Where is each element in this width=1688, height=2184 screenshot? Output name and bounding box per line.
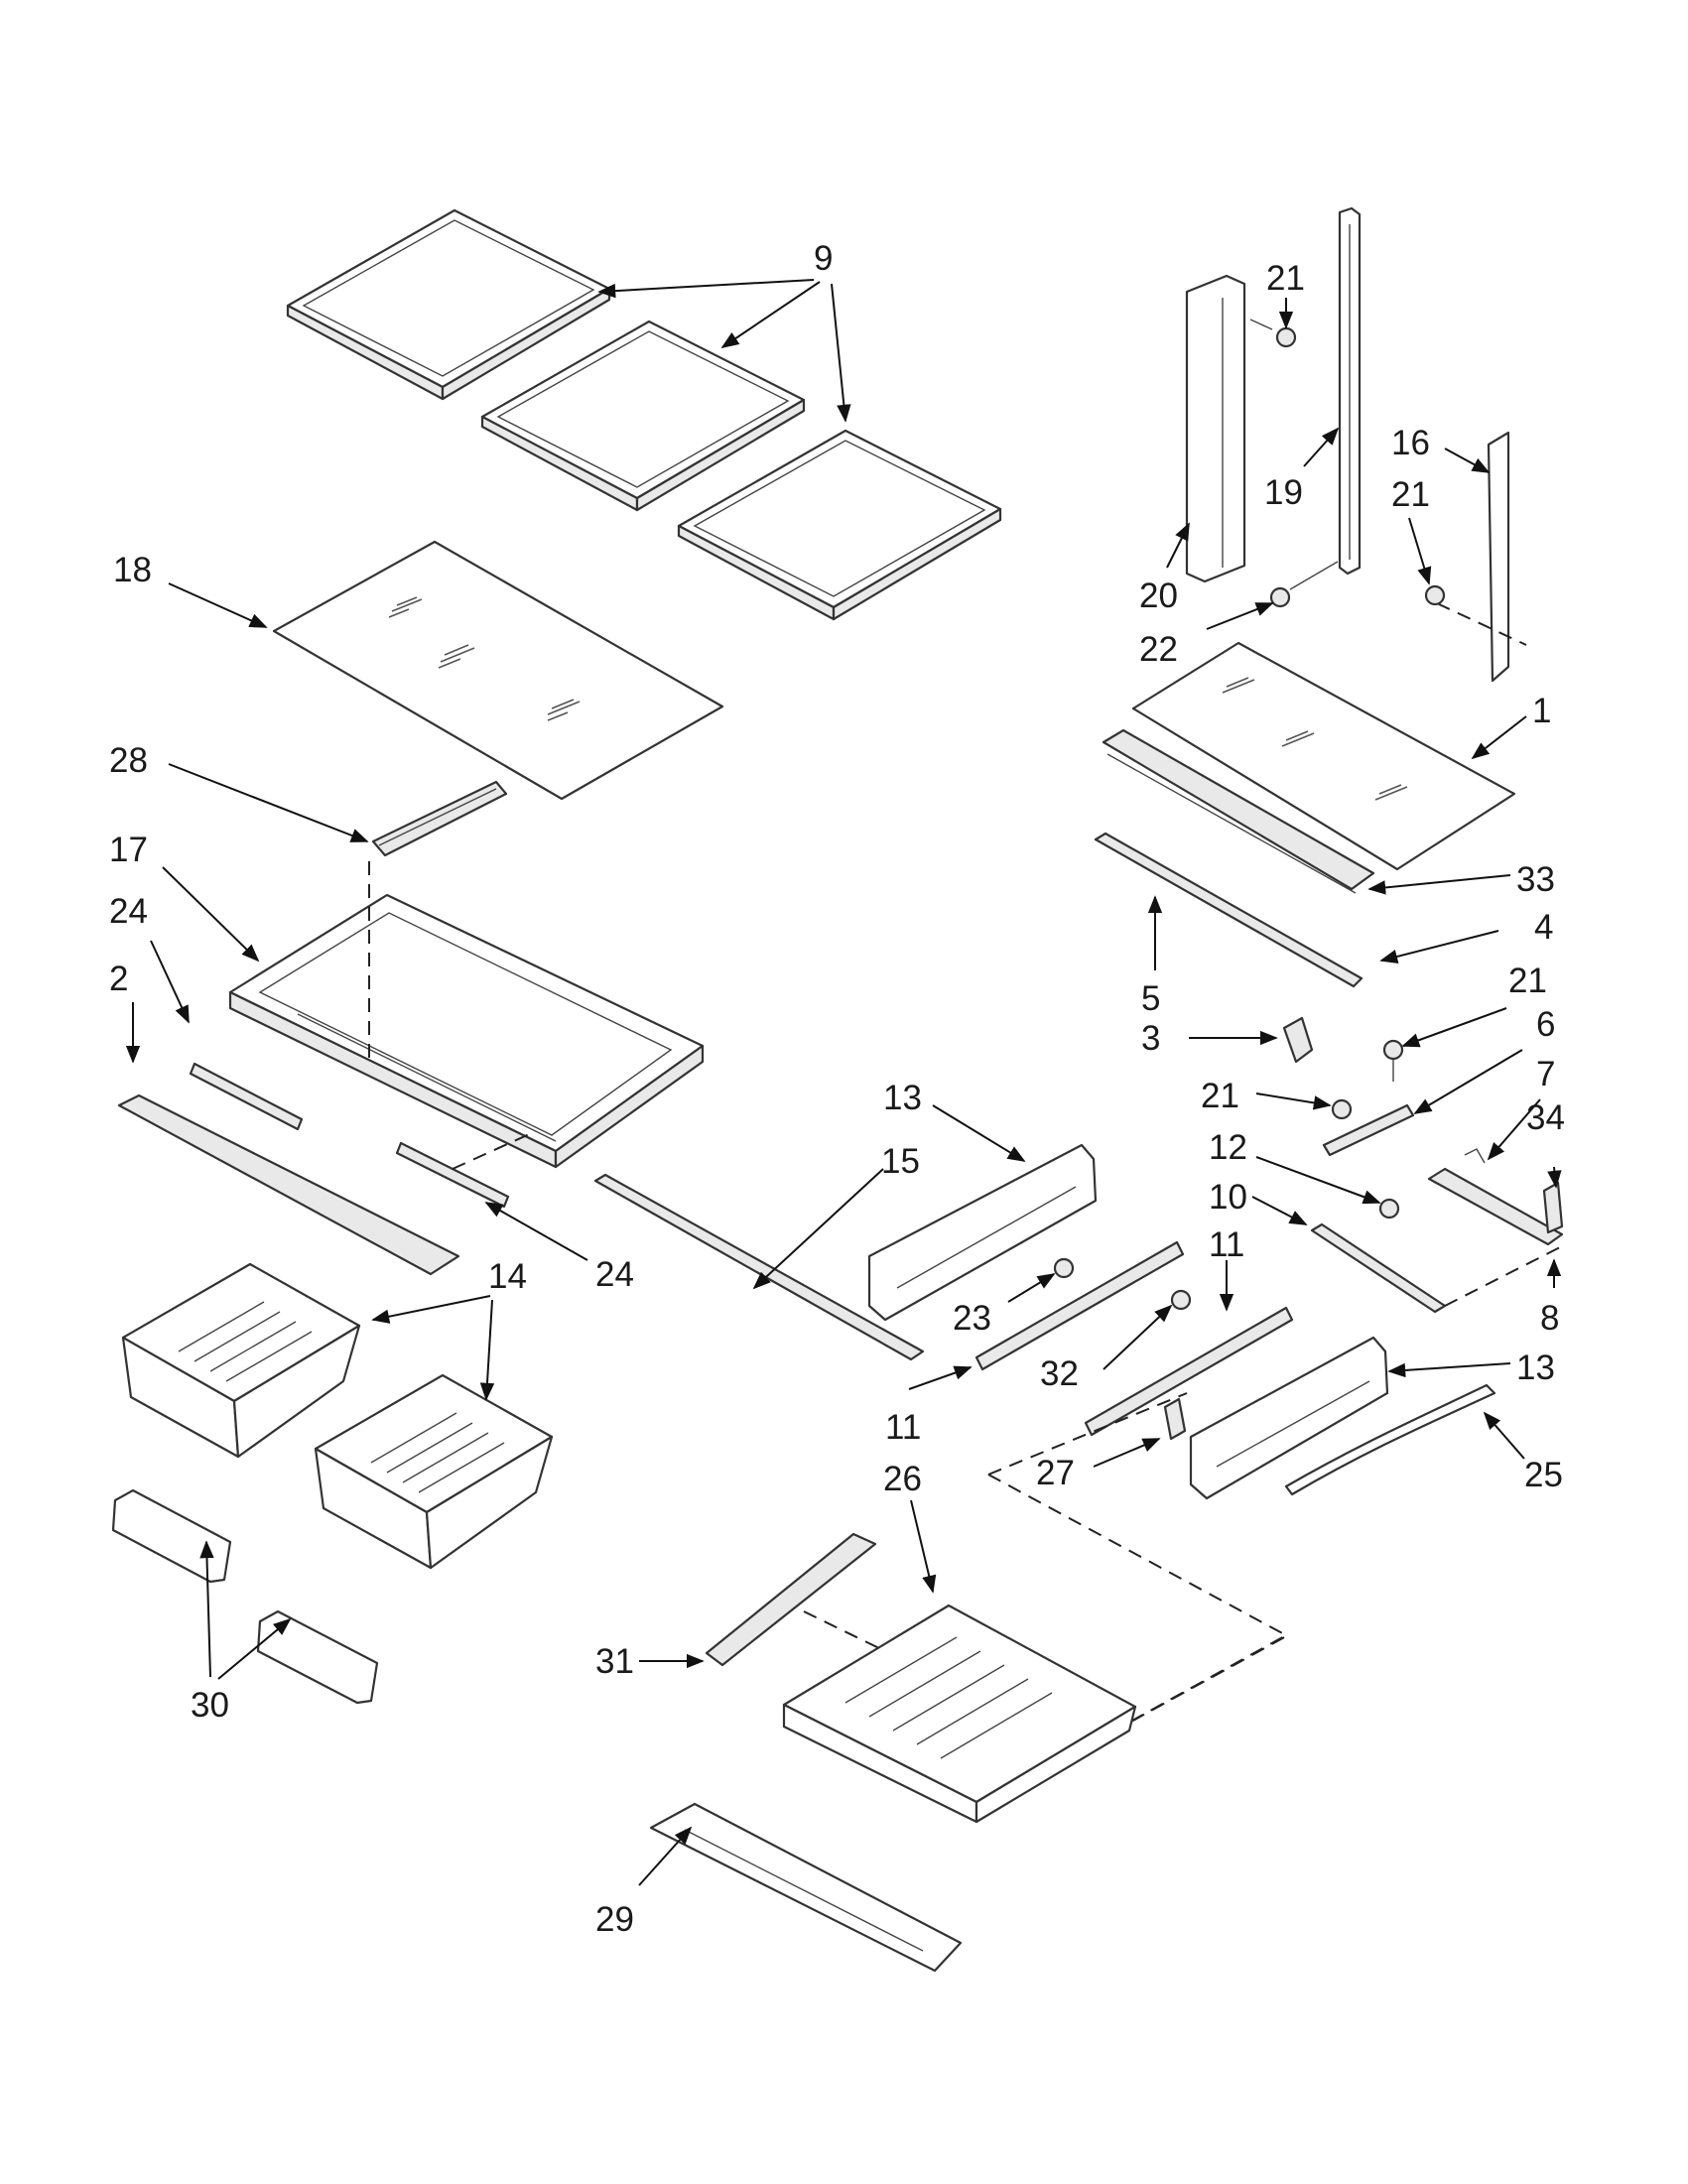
screw-22 bbox=[1269, 561, 1339, 608]
callout-20: 20 bbox=[1139, 577, 1178, 615]
callout-13: 13 bbox=[1516, 1349, 1555, 1387]
screw-32 bbox=[1170, 1289, 1192, 1311]
shelf-9-c bbox=[677, 429, 1002, 621]
drawer-front-30-b bbox=[256, 1609, 379, 1705]
shelf-9-b bbox=[480, 320, 806, 512]
callout-27: 27 bbox=[1036, 1454, 1075, 1492]
drawer-front-30-a bbox=[111, 1488, 232, 1584]
callout-22: 22 bbox=[1139, 630, 1178, 669]
crisper-drawer-14-b bbox=[314, 1373, 554, 1570]
callout-32: 32 bbox=[1040, 1354, 1079, 1393]
rail-19 bbox=[1338, 206, 1362, 576]
callout-labels: 9 21 16 19 21 20 22 18 1 28 33 17 4 24 5… bbox=[109, 239, 1565, 1939]
screw-21-d bbox=[1331, 1098, 1353, 1120]
callout-13: 13 bbox=[883, 1079, 922, 1117]
rail-20 bbox=[1185, 274, 1246, 583]
callout-3: 3 bbox=[1141, 1019, 1160, 1058]
bracket-6 bbox=[1322, 1103, 1415, 1157]
slide-24-b bbox=[395, 1130, 537, 1209]
leader-lines bbox=[125, 279, 1562, 1886]
callout-6: 6 bbox=[1536, 1005, 1555, 1044]
bracket-28 bbox=[371, 780, 508, 857]
callout-29: 29 bbox=[595, 1900, 634, 1939]
callout-10: 10 bbox=[1209, 1178, 1247, 1217]
callout-15: 15 bbox=[881, 1142, 920, 1181]
callout-8: 8 bbox=[1540, 1299, 1559, 1338]
callout-12: 12 bbox=[1209, 1128, 1247, 1167]
drawer-front-29 bbox=[649, 1802, 963, 1973]
screw-21-c bbox=[1382, 1039, 1404, 1082]
slide-10 bbox=[1310, 1222, 1563, 1314]
callout-11: 11 bbox=[885, 1408, 921, 1447]
callout-4: 4 bbox=[1534, 908, 1553, 947]
callout-1: 1 bbox=[1532, 692, 1551, 730]
slide-11-b bbox=[987, 1306, 1294, 1476]
screw-12 bbox=[1378, 1198, 1400, 1220]
clip-27 bbox=[1163, 1397, 1187, 1441]
callout-19: 19 bbox=[1264, 473, 1303, 512]
slide-11-a bbox=[974, 1240, 1185, 1371]
callout-5: 5 bbox=[1141, 979, 1160, 1018]
callout-21: 21 bbox=[1391, 475, 1430, 514]
crisper-drawer-14-a bbox=[121, 1262, 361, 1459]
callout-24: 24 bbox=[109, 892, 148, 931]
glass-panel-1 bbox=[1131, 641, 1516, 871]
callout-21: 21 bbox=[1266, 259, 1305, 298]
callout-17: 17 bbox=[109, 831, 148, 869]
callout-28: 28 bbox=[109, 741, 148, 780]
callout-9: 9 bbox=[814, 239, 833, 278]
crisper-cover-17 bbox=[228, 861, 705, 1169]
callout-26: 26 bbox=[883, 1460, 922, 1498]
slide-24-a bbox=[189, 1062, 304, 1131]
callout-16: 16 bbox=[1391, 424, 1430, 462]
divider-31 bbox=[705, 1532, 886, 1667]
rod-25 bbox=[1284, 1383, 1496, 1496]
callout-11: 11 bbox=[1209, 1225, 1244, 1264]
callout-2: 2 bbox=[109, 960, 128, 998]
bracket-34 bbox=[1542, 1181, 1564, 1234]
tray-26 bbox=[782, 1604, 1137, 1824]
screw-21-b bbox=[1424, 584, 1446, 606]
callout-21: 21 bbox=[1201, 1077, 1239, 1115]
callout-7: 7 bbox=[1536, 1055, 1555, 1093]
bracket-16 bbox=[1436, 431, 1527, 683]
callout-34: 34 bbox=[1526, 1098, 1565, 1137]
callout-14: 14 bbox=[488, 1257, 527, 1296]
trim-2 bbox=[117, 1093, 460, 1276]
end-cap-13-a bbox=[867, 1143, 1098, 1322]
trim-33 bbox=[1102, 728, 1375, 894]
callout-30: 30 bbox=[191, 1686, 229, 1725]
callout-25: 25 bbox=[1524, 1456, 1563, 1494]
clip-3 bbox=[1282, 1016, 1314, 1064]
shelf-9-a bbox=[286, 208, 611, 401]
trim-4 bbox=[1094, 832, 1363, 988]
callout-23: 23 bbox=[953, 1299, 991, 1338]
end-cap-13-b bbox=[1189, 1336, 1389, 1500]
glass-panel-18 bbox=[272, 540, 724, 801]
rod-15 bbox=[593, 1173, 925, 1361]
callout-21: 21 bbox=[1508, 962, 1547, 1000]
bracket-7 bbox=[1427, 1148, 1564, 1246]
screw-23 bbox=[1053, 1257, 1075, 1279]
callout-18: 18 bbox=[113, 551, 152, 589]
callout-24: 24 bbox=[595, 1255, 634, 1294]
callout-33: 33 bbox=[1516, 860, 1555, 899]
callout-31: 31 bbox=[595, 1642, 634, 1681]
screw-21-a bbox=[1249, 319, 1297, 348]
